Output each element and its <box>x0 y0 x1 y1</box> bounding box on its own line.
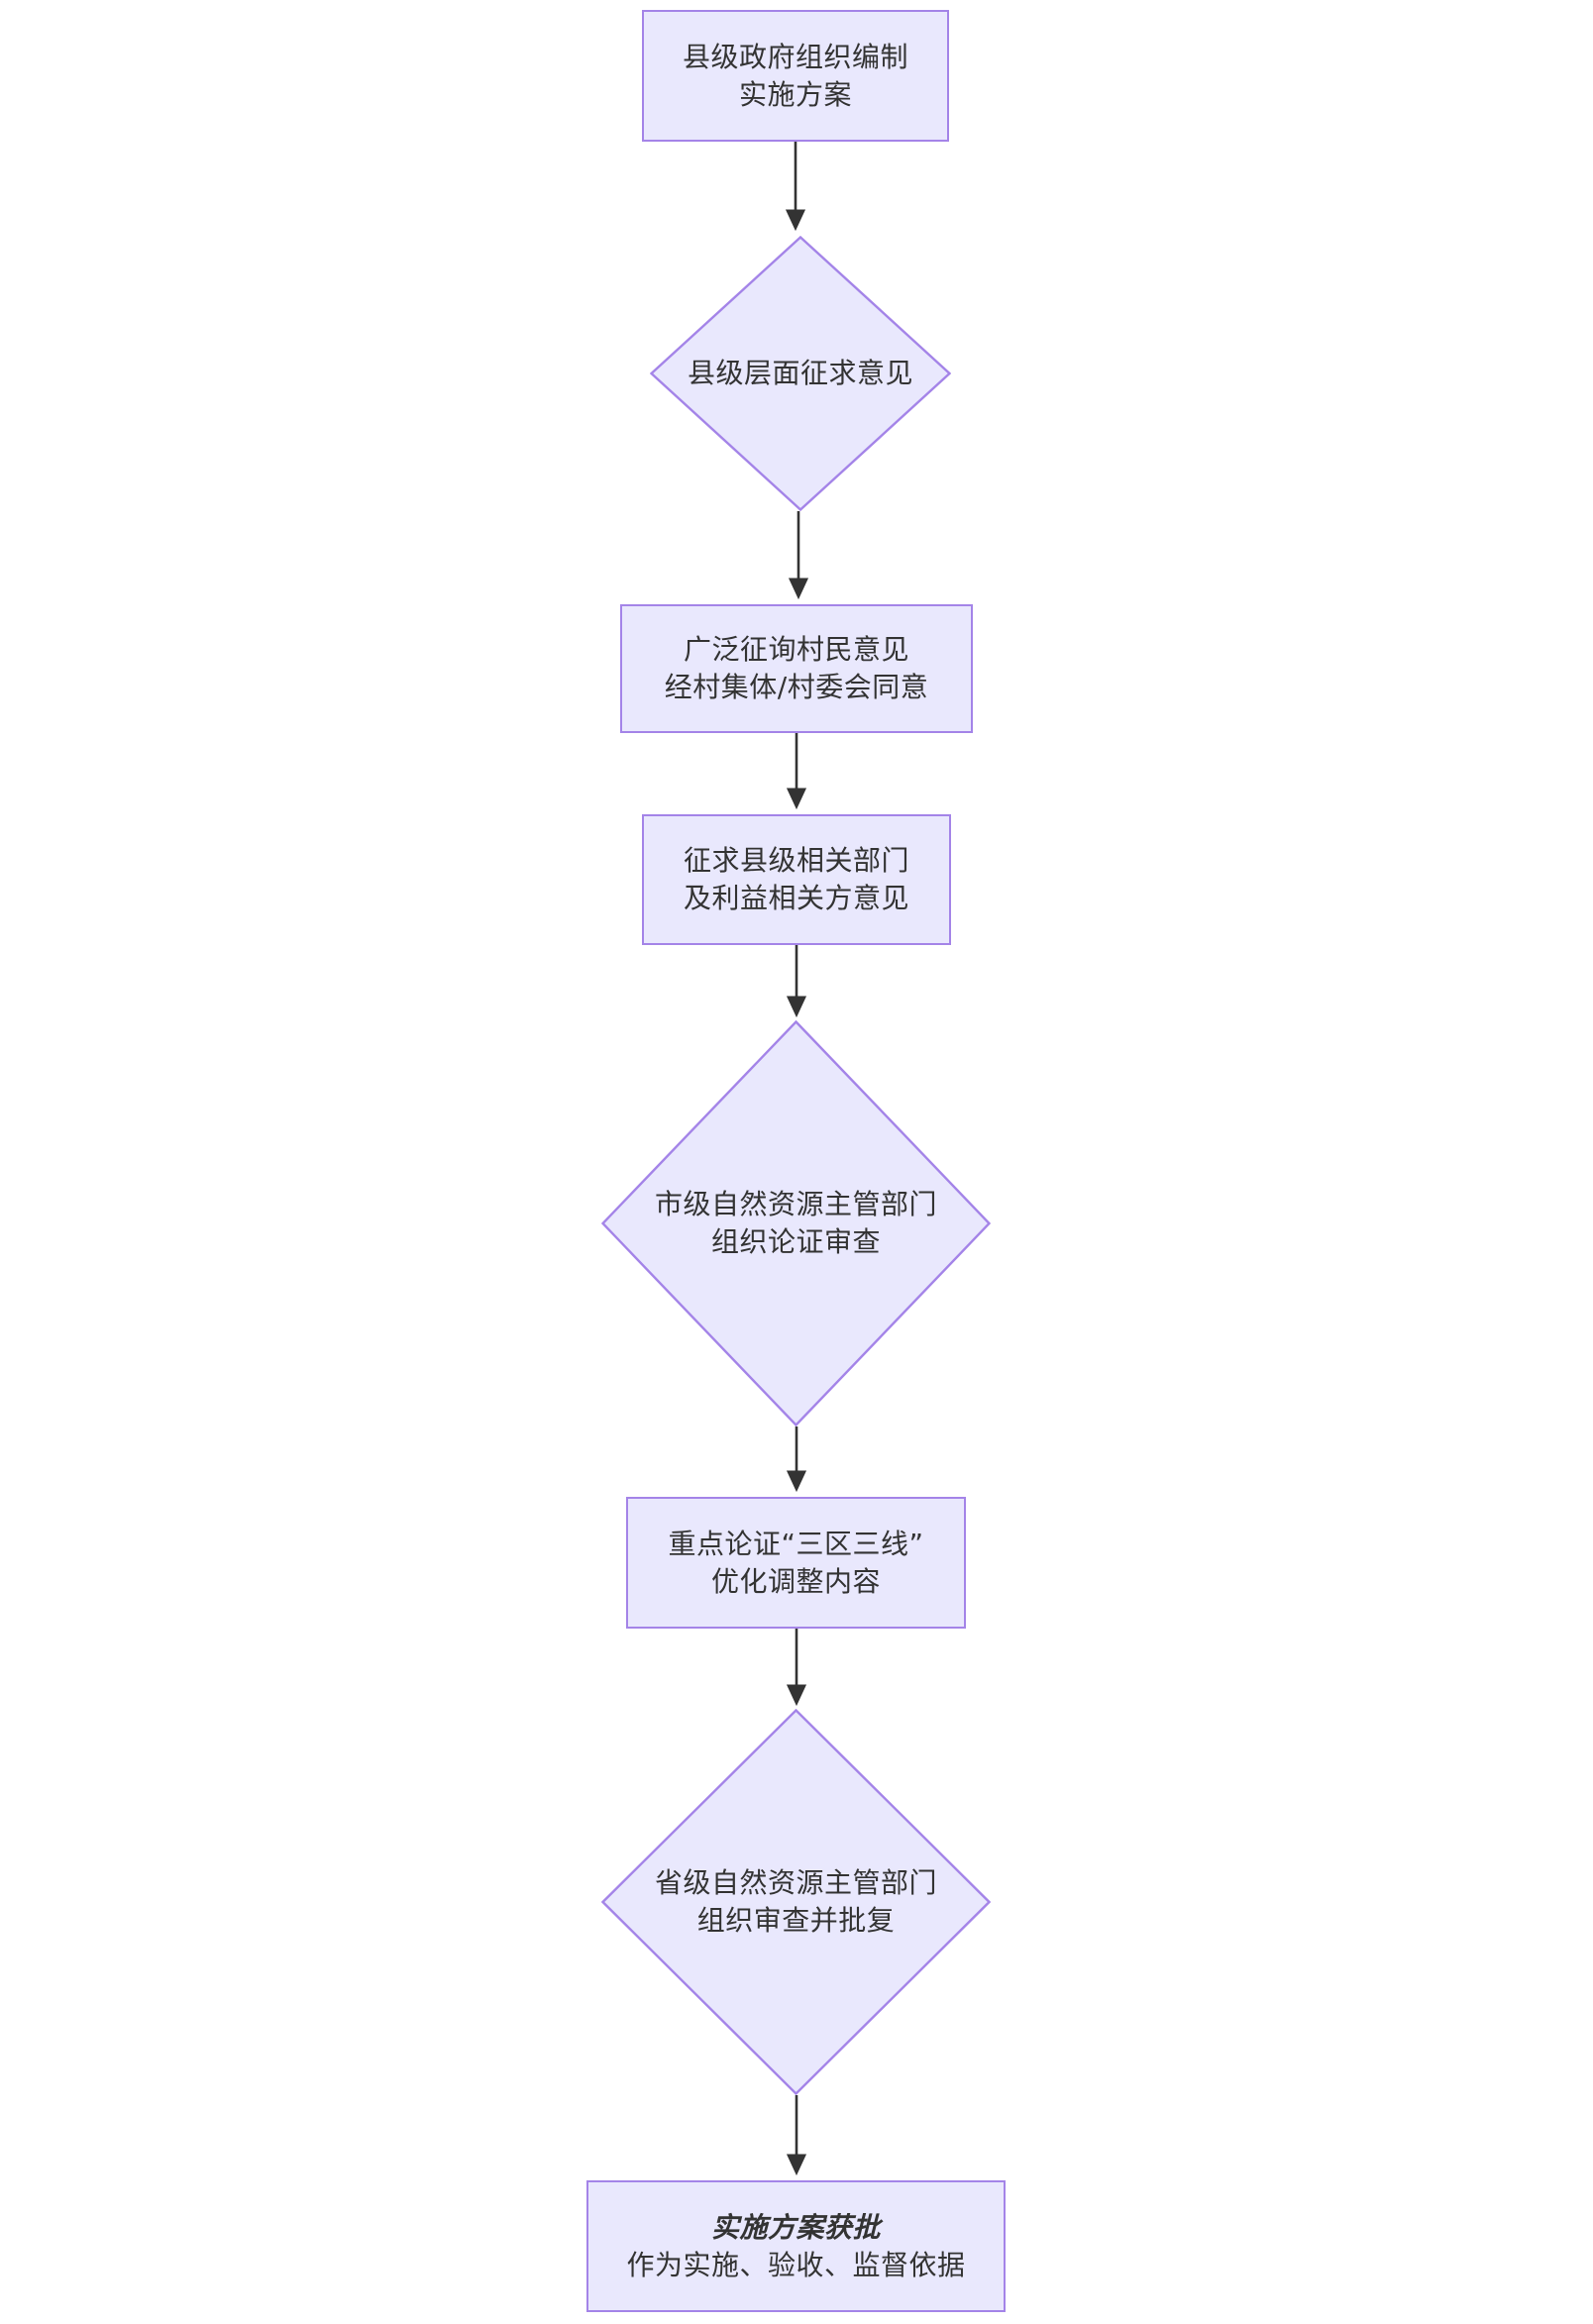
node-text-line: 优化调整内容 <box>710 1564 881 1598</box>
node-text-line: 组织论证审查 <box>710 1225 881 1258</box>
node-villager-consult[interactable]: 广泛征询村民意见 经村集体/村委会同意 <box>620 604 973 733</box>
node-approved-label: 实施方案获批 作为实施、验收、监督依据 <box>626 2209 965 2283</box>
node-province-review[interactable]: 省级自然资源主管部门 组织审查并批复 <box>601 1709 991 2095</box>
node-plan-draft[interactable]: 县级政府组织编制 实施方案 <box>642 10 949 142</box>
node-text-line: 重点论证“三区三线” <box>668 1527 924 1560</box>
node-three-zones-label: 重点论证“三区三线” 优化调整内容 <box>668 1526 923 1600</box>
node-text-line: 县级层面征求意见 <box>687 357 913 390</box>
node-approved[interactable]: 实施方案获批 作为实施、验收、监督依据 <box>586 2180 1006 2312</box>
node-text-line: 广泛征询村民意见 <box>683 633 909 667</box>
node-text-line: 省级自然资源主管部门 <box>654 1866 937 1900</box>
diamond-shape-icon <box>601 1020 991 1426</box>
node-dept-opinion[interactable]: 征求县级相关部门 及利益相关方意见 <box>642 814 951 945</box>
node-three-zones[interactable]: 重点论证“三区三线” 优化调整内容 <box>626 1497 966 1629</box>
node-city-review-label: 市级自然资源主管部门 组织论证审查 <box>655 1186 937 1260</box>
node-dept-opinion-label: 征求县级相关部门 及利益相关方意见 <box>684 842 909 916</box>
node-county-opinion[interactable]: 县级层面征求意见 <box>650 236 951 511</box>
node-text-line: 经村集体/村委会同意 <box>664 671 929 703</box>
node-province-review-label: 省级自然资源主管部门 组织审查并批复 <box>655 1864 937 1939</box>
node-city-review[interactable]: 市级自然资源主管部门 组织论证审查 <box>601 1020 991 1426</box>
node-villager-consult-label: 广泛征询村民意见 经村集体/村委会同意 <box>665 631 928 705</box>
diamond-shape-icon <box>650 236 951 511</box>
node-text-line: 组织审查并批复 <box>696 1904 896 1937</box>
node-county-opinion-label: 县级层面征求意见 <box>688 355 913 392</box>
node-text-line: 作为实施、验收、监督依据 <box>626 2248 966 2281</box>
node-text-line: 征求县级相关部门 <box>683 844 909 878</box>
node-text-line: 县级政府组织编制 <box>682 40 908 73</box>
node-text-line: 市级自然资源主管部门 <box>654 1188 937 1221</box>
node-text-line: 实施方案 <box>738 77 852 111</box>
node-plan-draft-label: 县级政府组织编制 实施方案 <box>683 39 908 113</box>
diamond-shape-icon <box>601 1709 991 2095</box>
node-text-line: 及利益相关方意见 <box>683 882 909 914</box>
node-text-line-emphasis: 实施方案获批 <box>710 2210 881 2244</box>
